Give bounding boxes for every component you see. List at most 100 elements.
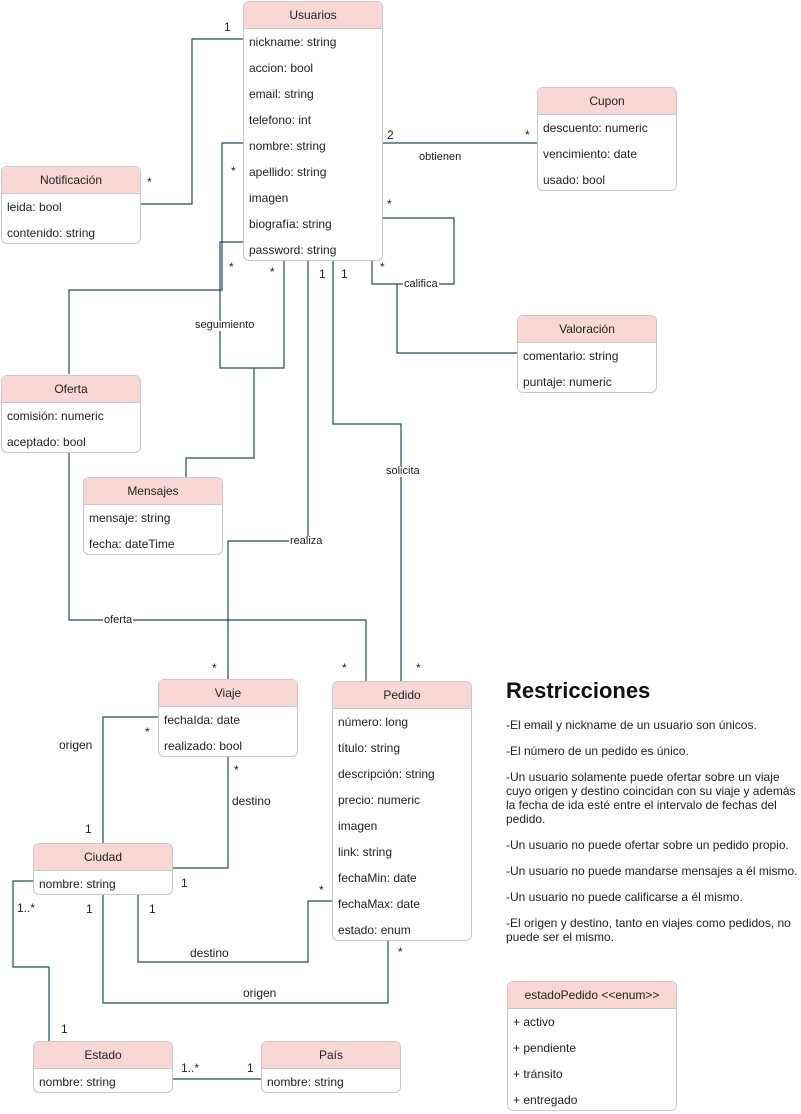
attribute: estado: enum — [338, 923, 411, 937]
label-realiza: realiza — [289, 535, 324, 547]
label-destino-pedido: destino — [190, 946, 229, 960]
attribute: título: string — [338, 741, 401, 755]
mult-ciudad-estado: 1..* — [17, 901, 36, 915]
enum-value: + tránsito — [513, 1067, 563, 1081]
attribute: puntaje: numeric — [523, 375, 612, 389]
mult-pais-estado: 1 — [247, 1061, 254, 1075]
attribute: contenido: string — [7, 226, 96, 240]
mult-viaje-realiza: * — [212, 661, 217, 675]
entity-viaje[interactable]: Viaje fechaIda: date realizado: bool — [158, 679, 298, 757]
attribute: vencimiento: date — [543, 147, 638, 161]
entity-title: Pedido — [333, 682, 471, 709]
attribute: mensaje: string — [89, 511, 171, 525]
mult-usr-cupon: 2 — [387, 128, 394, 142]
mult-pedido-origen: * — [398, 945, 403, 959]
attribute: nombre: string — [249, 139, 326, 153]
entity-valoracion[interactable]: Valoración comentario: string puntaje: n… — [517, 315, 657, 393]
mult-pedido-destino: * — [319, 883, 324, 897]
restrictions-panel: Restricciones -El email y nickname de un… — [506, 678, 799, 956]
mult-pedido-oferta: * — [342, 661, 347, 675]
mult-pedido-solicita: * — [416, 661, 421, 675]
link-oferta-pedido — [68, 452, 367, 681]
attribute: número: long — [338, 715, 409, 729]
mult-solicita-usr: 1 — [341, 267, 348, 281]
entity-title: Usuarios — [244, 2, 382, 29]
attribute: comisión: numeric — [7, 409, 104, 423]
entity-title: Notificación — [2, 167, 140, 194]
mult-notif-usr: * — [147, 175, 152, 189]
entity-notificacion[interactable]: Notificación leida: bool contenido: stri… — [1, 166, 141, 244]
attribute: precio: numeric — [338, 793, 421, 807]
mult-realiza-usr: 1 — [319, 267, 326, 281]
link-origen-pedido — [102, 895, 389, 1004]
entity-mensajes[interactable]: Mensajes mensaje: string fecha: dateTime — [83, 477, 223, 555]
mult-seg-a: * — [229, 260, 234, 274]
attribute: accion: bool — [249, 61, 314, 75]
entity-pais[interactable]: País nombre: string — [261, 1041, 401, 1093]
entity-cupon[interactable]: Cupon descuento: numeric vencimiento: da… — [537, 87, 677, 191]
attribute: fechaMax: date — [338, 897, 421, 911]
mult-usr-notif: 1 — [224, 20, 231, 34]
restriction-item: -Un usuario solamente puede ofertar sobr… — [506, 770, 796, 826]
link-destino-pedido — [137, 895, 332, 963]
entity-estado[interactable]: Estado nombre: string — [33, 1041, 173, 1093]
mult-estado-ciudad: 1 — [61, 1022, 68, 1036]
label-origen-viaje: origen — [59, 738, 93, 752]
link-usuarios-oferta — [68, 142, 243, 374]
entity-title: Estado — [34, 1042, 172, 1069]
link-califica-valoracion — [396, 284, 517, 354]
entity-usuarios[interactable]: Usuarios nickname: string accion: bool e… — [243, 1, 383, 261]
link-califica-loop — [371, 217, 455, 285]
attribute: descuento: numeric — [543, 121, 648, 135]
attribute: nickname: string — [249, 35, 337, 49]
entity-title: Viaje — [159, 680, 297, 707]
attribute: telefono: int — [249, 113, 312, 127]
restrictions-title: Restricciones — [506, 678, 651, 703]
entity-estado-pedido-enum[interactable]: estadoPedido <<enum>> + activo + pendien… — [507, 981, 677, 1111]
entity-oferta[interactable]: Oferta comisión: numeric aceptado: bool — [1, 375, 141, 453]
enum-value: + pendiente — [513, 1041, 577, 1055]
mult-califica-b: * — [380, 260, 385, 274]
mult-usr-oferta: * — [231, 164, 236, 178]
entity-pedido[interactable]: Pedido número: long título: string descr… — [332, 681, 472, 941]
label-oferta: oferta — [103, 614, 134, 626]
restriction-item: -Un usuario no puede ofertar sobre un pe… — [506, 838, 789, 852]
attribute: leida: bool — [7, 200, 62, 214]
attribute: fechaIda: date — [164, 713, 241, 727]
mult-califica-a: * — [387, 197, 392, 211]
mult-viaje-destino: * — [234, 763, 239, 777]
label-obtienen: obtienen — [419, 151, 462, 163]
entity-title: Oferta — [2, 376, 140, 403]
attribute: apellido: string — [249, 165, 327, 179]
link-destino-viaje — [173, 756, 229, 869]
attribute: fechaMin: date — [338, 871, 417, 885]
mult-ciudad-destino-pedido: 1 — [149, 902, 156, 916]
mult-ciudad-origen-pedido: 1 — [86, 902, 93, 916]
label-seguimiento: seguimiento — [194, 319, 256, 331]
entity-title: Cupon — [538, 88, 676, 115]
attribute: realizado: bool — [164, 739, 243, 753]
entity-title: Ciudad — [34, 844, 172, 871]
link-seguimiento-loop — [219, 241, 285, 369]
attribute: email: string — [249, 87, 314, 101]
label-califica: califica — [403, 278, 439, 290]
mult-viaje-origen: * — [145, 725, 150, 739]
attribute: nombre: string — [39, 877, 116, 891]
entity-title: estadoPedido <<enum>> — [508, 982, 676, 1009]
attribute: aceptado: bool — [7, 435, 86, 449]
entity-ciudad[interactable]: Ciudad nombre: string — [33, 843, 173, 895]
attribute: nombre: string — [267, 1075, 344, 1089]
mult-estado-pais: 1..* — [181, 1061, 200, 1075]
link-ciudad-estado — [12, 880, 50, 1041]
attribute: link: string — [338, 845, 393, 859]
enum-value: + activo — [513, 1015, 555, 1029]
attribute: imagen — [338, 819, 378, 833]
link-solicita — [332, 260, 402, 681]
restriction-item: -El número de un pedido es único. — [506, 744, 689, 758]
label-origen-pedido: origen — [243, 986, 277, 1000]
mult-cupon-usr: * — [525, 128, 530, 142]
link-seguimiento-mensajes — [185, 368, 255, 477]
attribute: password: string — [249, 243, 337, 257]
attribute: descripción: string — [338, 767, 435, 781]
